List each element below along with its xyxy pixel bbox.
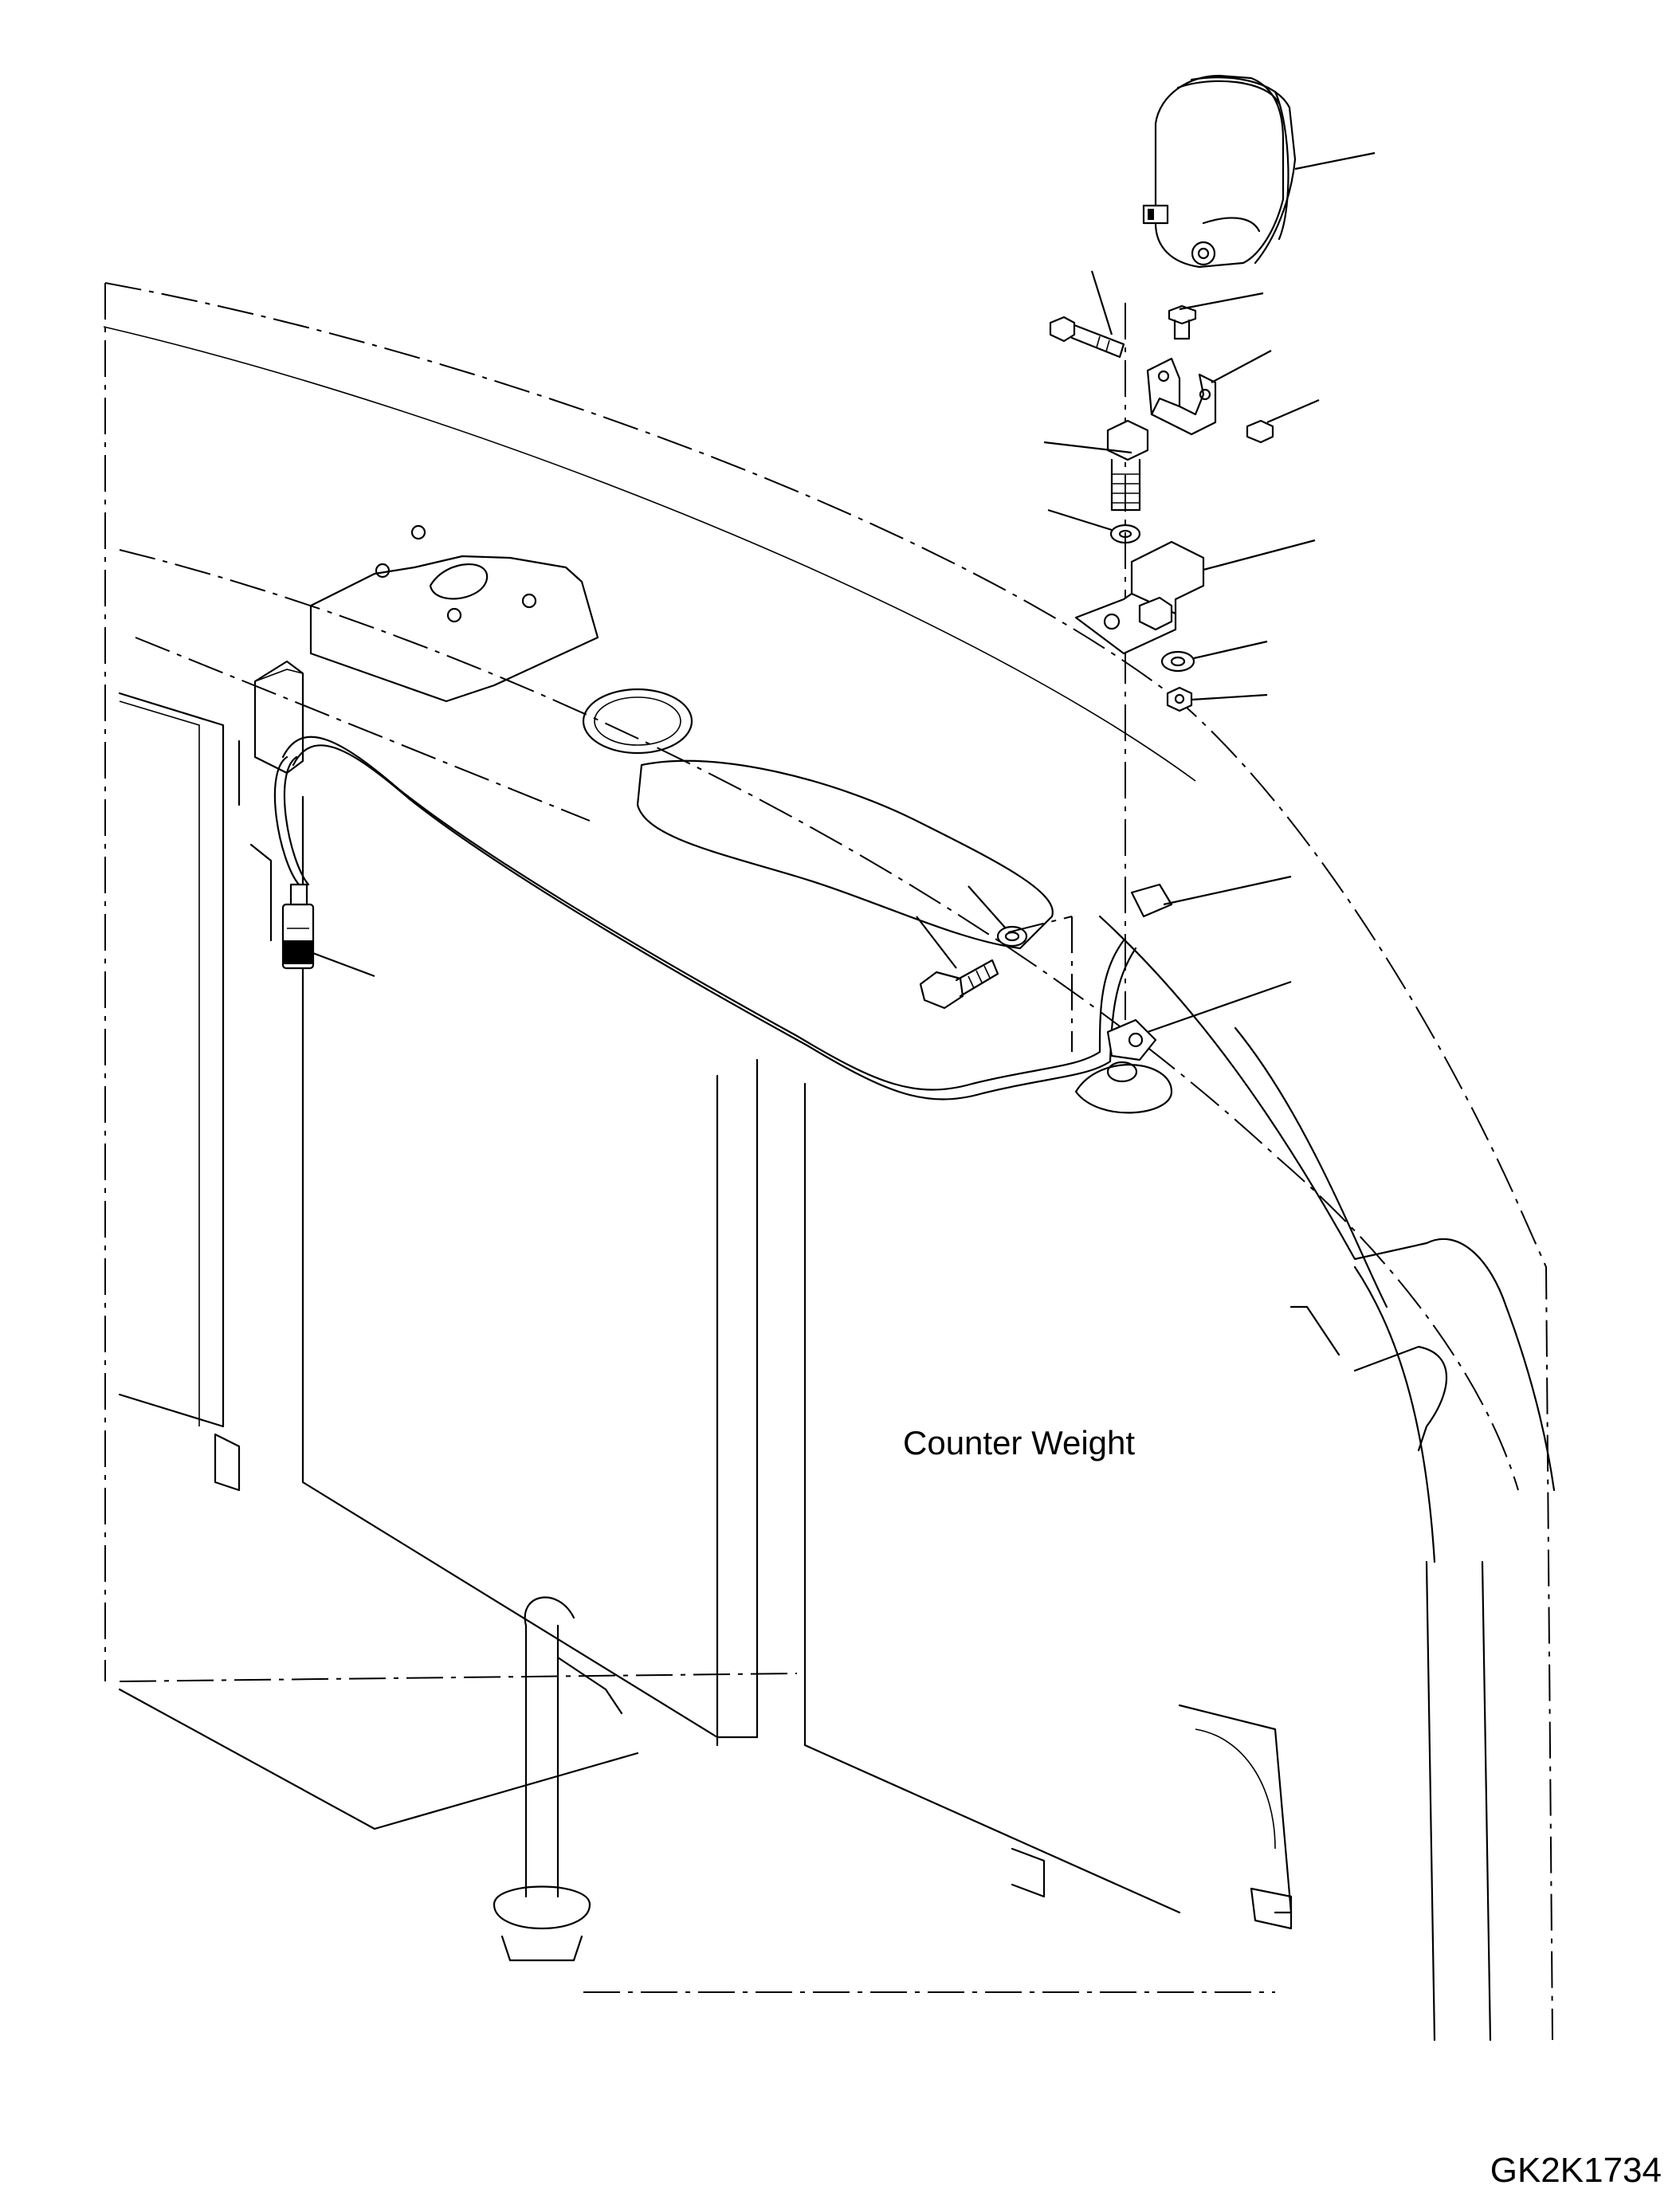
counterweight-outline <box>103 282 1553 2041</box>
mount-boss <box>1074 1061 1173 1114</box>
center-bolt <box>919 925 1028 1010</box>
wire-bracket <box>253 660 304 775</box>
drain-pipe <box>493 1596 623 1962</box>
hex-nut-bottom <box>1166 686 1193 712</box>
mount-bracket <box>1074 540 1205 655</box>
figure-id-label: GK2K1734 <box>1490 2151 1662 2190</box>
center-box <box>301 795 1447 1914</box>
top-cover-panel <box>309 524 1054 950</box>
counter-weight-label: Counter Weight <box>903 1424 1135 1461</box>
long-bolt <box>1049 316 1125 359</box>
washer-bottom <box>1160 650 1195 673</box>
short-screw <box>1168 304 1197 340</box>
lamp-bracket <box>1146 357 1217 436</box>
wire-connector <box>281 883 315 970</box>
leader-lines <box>310 151 1376 1034</box>
wire-terminal <box>1106 883 1173 1061</box>
hex-nut-top <box>1246 419 1274 444</box>
wire-harness <box>273 736 1137 1100</box>
mount-bolt <box>1106 419 1149 512</box>
lower-cavity <box>1011 1704 1293 1930</box>
work-lamp <box>1142 74 1297 269</box>
washer-top <box>1109 524 1141 544</box>
left-side-panel <box>118 692 639 1830</box>
counterweight-corner <box>1098 915 1556 2042</box>
